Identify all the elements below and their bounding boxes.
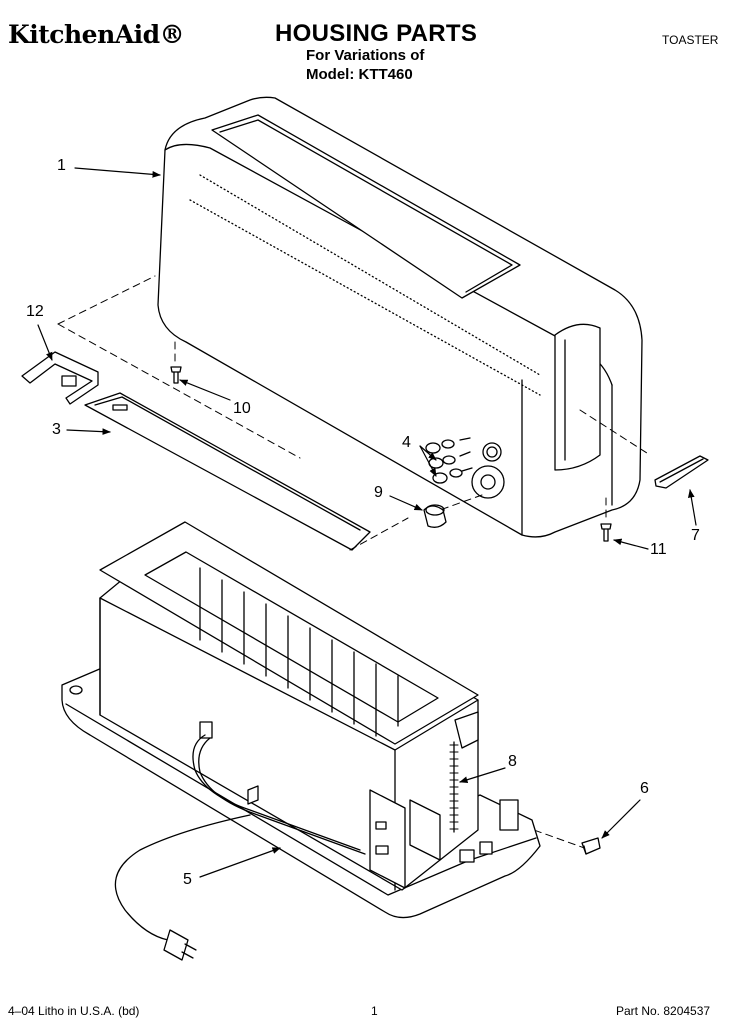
callout-7: 7 (691, 527, 700, 544)
callout-8: 8 (508, 753, 517, 770)
knob-part (423, 504, 447, 528)
footer-litho: 4–04 Litho in U.S.A. (bd) (8, 1004, 140, 1018)
left-end-cap-part (21, 351, 99, 405)
screw-part-11 (600, 523, 612, 542)
clip-part (581, 837, 601, 855)
page-title: HOUSING PARTS (275, 20, 478, 47)
right-end-cap-part (654, 455, 709, 489)
footer-part-number: Part No. 8204537 (616, 1004, 711, 1018)
callout-1: 1 (57, 157, 66, 174)
brand-logo: KitchenAid® (8, 20, 185, 49)
callout-arrows (37, 167, 697, 878)
chassis-base-assembly (61, 521, 541, 919)
callout-4: 4 (402, 434, 411, 451)
power-cord-part (114, 734, 366, 961)
callout-6: 6 (640, 780, 649, 797)
callout-11: 11 (650, 541, 667, 558)
callout-5: 5 (183, 871, 192, 888)
callout-9: 9 (374, 484, 383, 501)
callout-12: 12 (26, 303, 44, 320)
footer-page-number: 1 (371, 1004, 378, 1018)
alignment-lines (57, 275, 651, 851)
screw-part-10 (170, 366, 182, 384)
product-category: TOASTER (662, 33, 719, 47)
bottom-strip-part (84, 392, 371, 551)
subtitle-model: Model: KTT460 (306, 66, 413, 83)
callout-3: 3 (52, 421, 61, 438)
callout-10: 10 (233, 400, 251, 417)
housing-shell-part (157, 96, 643, 538)
subtitle-variations: For Variations of (306, 47, 425, 64)
